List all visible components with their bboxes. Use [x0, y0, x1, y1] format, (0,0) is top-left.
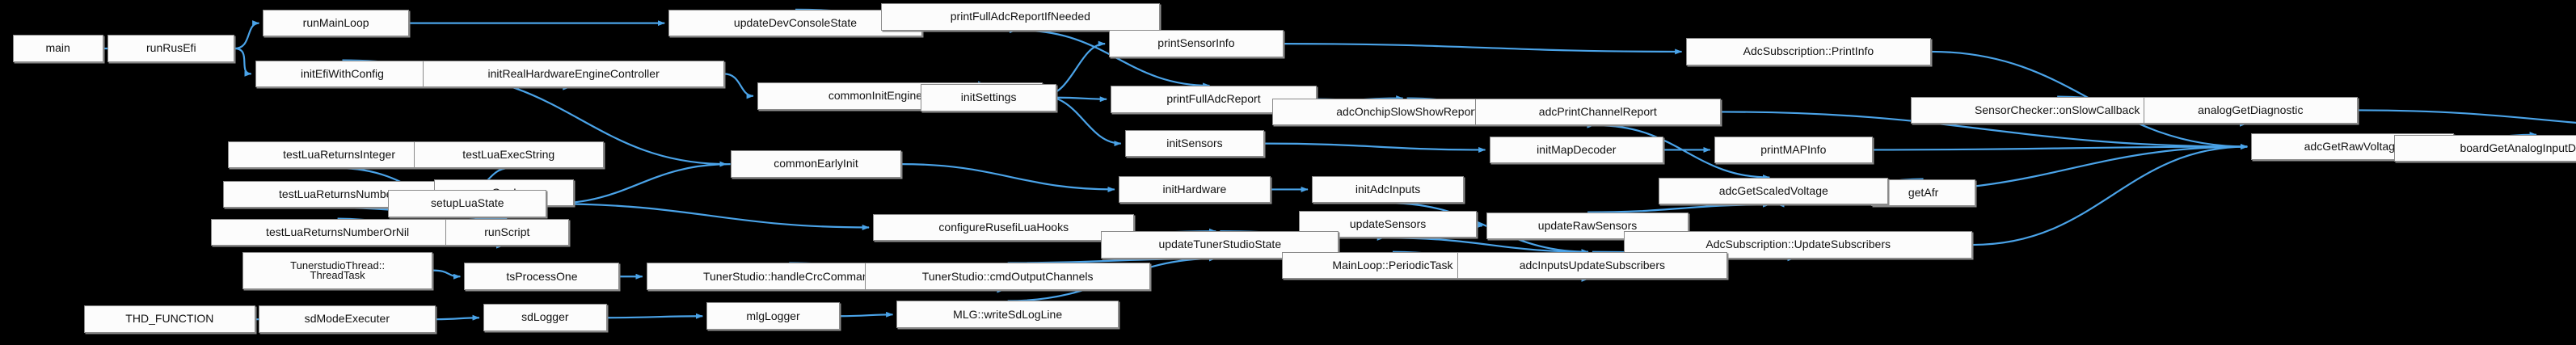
graph-node-analoggetdiagnostic[interactable]: analogGetDiagnostic: [2144, 96, 2358, 124]
graph-node-tunerstudiothread-threadtask[interactable]: TunerstudioThread:: ThreadTask: [242, 251, 433, 289]
graph-node-mlg-writesdlogline[interactable]: MLG::writeSdLogLine: [896, 301, 1119, 329]
graph-edge: [234, 20, 260, 50]
graph-edge: [723, 73, 754, 99]
graph-node-tsprocessone[interactable]: tsProcessOne: [464, 263, 620, 291]
graph-edge: [546, 202, 870, 230]
graph-node-setupluastate[interactable]: setupLuaState: [388, 190, 547, 217]
graph-node-boardgetanaloginputdiagnostic[interactable]: boardGetAnalogInputDiagnostic: [2393, 134, 2576, 162]
graph-edge: [1020, 29, 1211, 89]
graph-node-initefiwithconfig[interactable]: initEfiWithConfig: [255, 60, 430, 88]
graph-edge: [1972, 144, 2248, 246]
graph-edge: [2357, 109, 2576, 124]
graph-node-initrealhardwareenginecontroller[interactable]: initRealHardwareEngineController: [423, 60, 724, 88]
graph-edge: [1007, 255, 1216, 264]
graph-node-updatetunerstudiostate[interactable]: updateTunerStudioState: [1101, 231, 1339, 259]
graph-edge: [1264, 142, 1486, 153]
graph-node-getafr[interactable]: getAfr: [1870, 179, 1976, 207]
graph-edge: [436, 314, 480, 321]
graph-node-tunerstudio-cmdoutputchannels[interactable]: TunerStudio::cmdOutputChannels: [865, 263, 1151, 291]
graph-node-inithardware[interactable]: initHardware: [1118, 175, 1271, 204]
graph-node-runrusefi[interactable]: runRusEfi: [108, 35, 235, 62]
graph-node-main[interactable]: main: [12, 35, 103, 62]
graph-edge: [901, 162, 1115, 192]
graph-edge: [550, 162, 731, 207]
graph-node-sdlogger[interactable]: sdLogger: [483, 304, 607, 332]
graph-node-runmainloop[interactable]: runMainLoop: [263, 9, 409, 37]
graph-edge: [1872, 144, 2248, 151]
graph-node-sdmodeexecuter[interactable]: sdModeExecuter: [258, 305, 436, 333]
graph-edge: [1597, 124, 1770, 181]
graph-node-initsensors[interactable]: initSensors: [1124, 129, 1265, 158]
graph-node-printfulladcreportifneeded[interactable]: printFullAdcReportIfNeeded: [880, 3, 1160, 31]
graph-node-configurerusefiluahooks[interactable]: configureRusefiLuaHooks: [873, 213, 1135, 242]
graph-node-testluaexecstring[interactable]: testLuaExecString: [413, 141, 604, 169]
graph-node-printmapinfo[interactable]: printMAPInfo: [1714, 136, 1873, 164]
graph-node-adcprintchannelreport[interactable]: adcPrintChannelReport: [1474, 98, 1721, 126]
graph-node-adcgetscaledvoltage[interactable]: adcGetScaledVoltage: [1659, 177, 1889, 205]
graph-node-testluareturnsinteger[interactable]: testLuaReturnsInteger: [228, 141, 450, 169]
graph-edge: [606, 313, 703, 319]
graph-node-initmapdecoder[interactable]: initMapDecoder: [1489, 136, 1664, 164]
graph-edge: [470, 214, 508, 221]
graph-node-initsettings[interactable]: initSettings: [920, 83, 1057, 111]
graph-edge: [1475, 223, 1484, 229]
graph-node-adcsubscription-printinfo[interactable]: AdcSubscription::PrintInfo: [1685, 38, 1932, 65]
graph-edge: [839, 311, 894, 318]
graph-node-runscript[interactable]: runScript: [445, 218, 569, 246]
graph-node-printsensorinfo[interactable]: printSensorInfo: [1109, 30, 1284, 57]
graph-node-thd-function[interactable]: THD_FUNCTION: [84, 305, 255, 333]
graph-edge: [1388, 237, 1589, 255]
graph-edge: [1283, 43, 1683, 55]
graph-edge: [432, 269, 462, 280]
graph-node-testluareturnsnumberornil[interactable]: testLuaReturnsNumberOrNil: [210, 218, 465, 246]
graph-node-updatedevconsolestate[interactable]: updateDevConsoleState: [668, 9, 922, 37]
graph-edge: [1056, 96, 1107, 103]
graph-edge: [1587, 201, 1770, 213]
graph-node-adcinputsupdatesubscribers[interactable]: adcInputsUpdateSubscribers: [1457, 251, 1727, 280]
graph-node-commonearlyinit[interactable]: commonEarlyInit: [730, 150, 902, 178]
graph-node-initadcinputs[interactable]: initAdcInputs: [1312, 175, 1465, 204]
graph-node-mlglogger[interactable]: mlgLogger: [706, 302, 840, 330]
graph-edge: [1720, 111, 2248, 150]
graph-edge: [234, 47, 252, 77]
